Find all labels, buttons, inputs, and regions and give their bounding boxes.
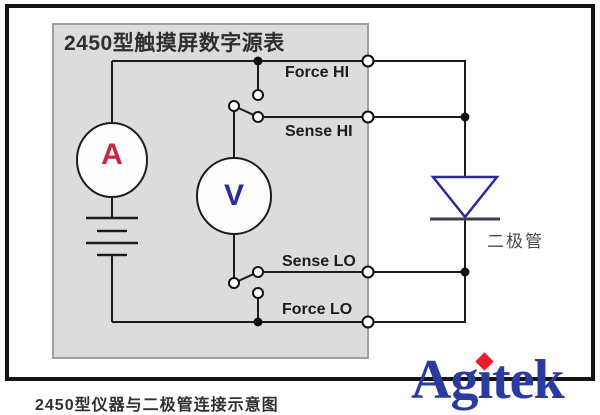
terminal-sense-hi <box>361 110 375 124</box>
sense-hi-label: Sense HI <box>285 123 353 140</box>
ammeter-circle <box>76 122 148 198</box>
diode-icon <box>430 175 500 221</box>
terminal-force-lo <box>361 315 375 329</box>
caption: 2450型仪器与二极管连接示意图 <box>35 397 279 414</box>
ammeter-label: A <box>101 138 123 171</box>
junction-dots <box>253 56 470 327</box>
force-hi-label: Force HI <box>285 64 350 81</box>
agitek-logo: Agıtek <box>411 349 565 414</box>
logo-text-after-i: tek <box>492 349 565 411</box>
panel-terminals <box>361 54 375 329</box>
battery-icon <box>86 216 138 257</box>
voltmeter-circle <box>196 157 272 235</box>
diode-label: 二极管 <box>487 232 544 251</box>
sense-lo-label: Sense LO <box>282 253 356 270</box>
panel-title: 2450型触摸屏数字源表 <box>64 32 285 55</box>
voltmeter-label: V <box>223 179 244 212</box>
logo-text-before-i: Ag <box>411 349 478 411</box>
force-lo-label: Force LO <box>282 301 353 318</box>
switch-lo <box>228 266 264 299</box>
wires <box>111 60 466 323</box>
terminal-force-hi <box>361 54 375 68</box>
terminal-sense-lo <box>361 265 375 279</box>
switch-hi <box>228 89 264 123</box>
